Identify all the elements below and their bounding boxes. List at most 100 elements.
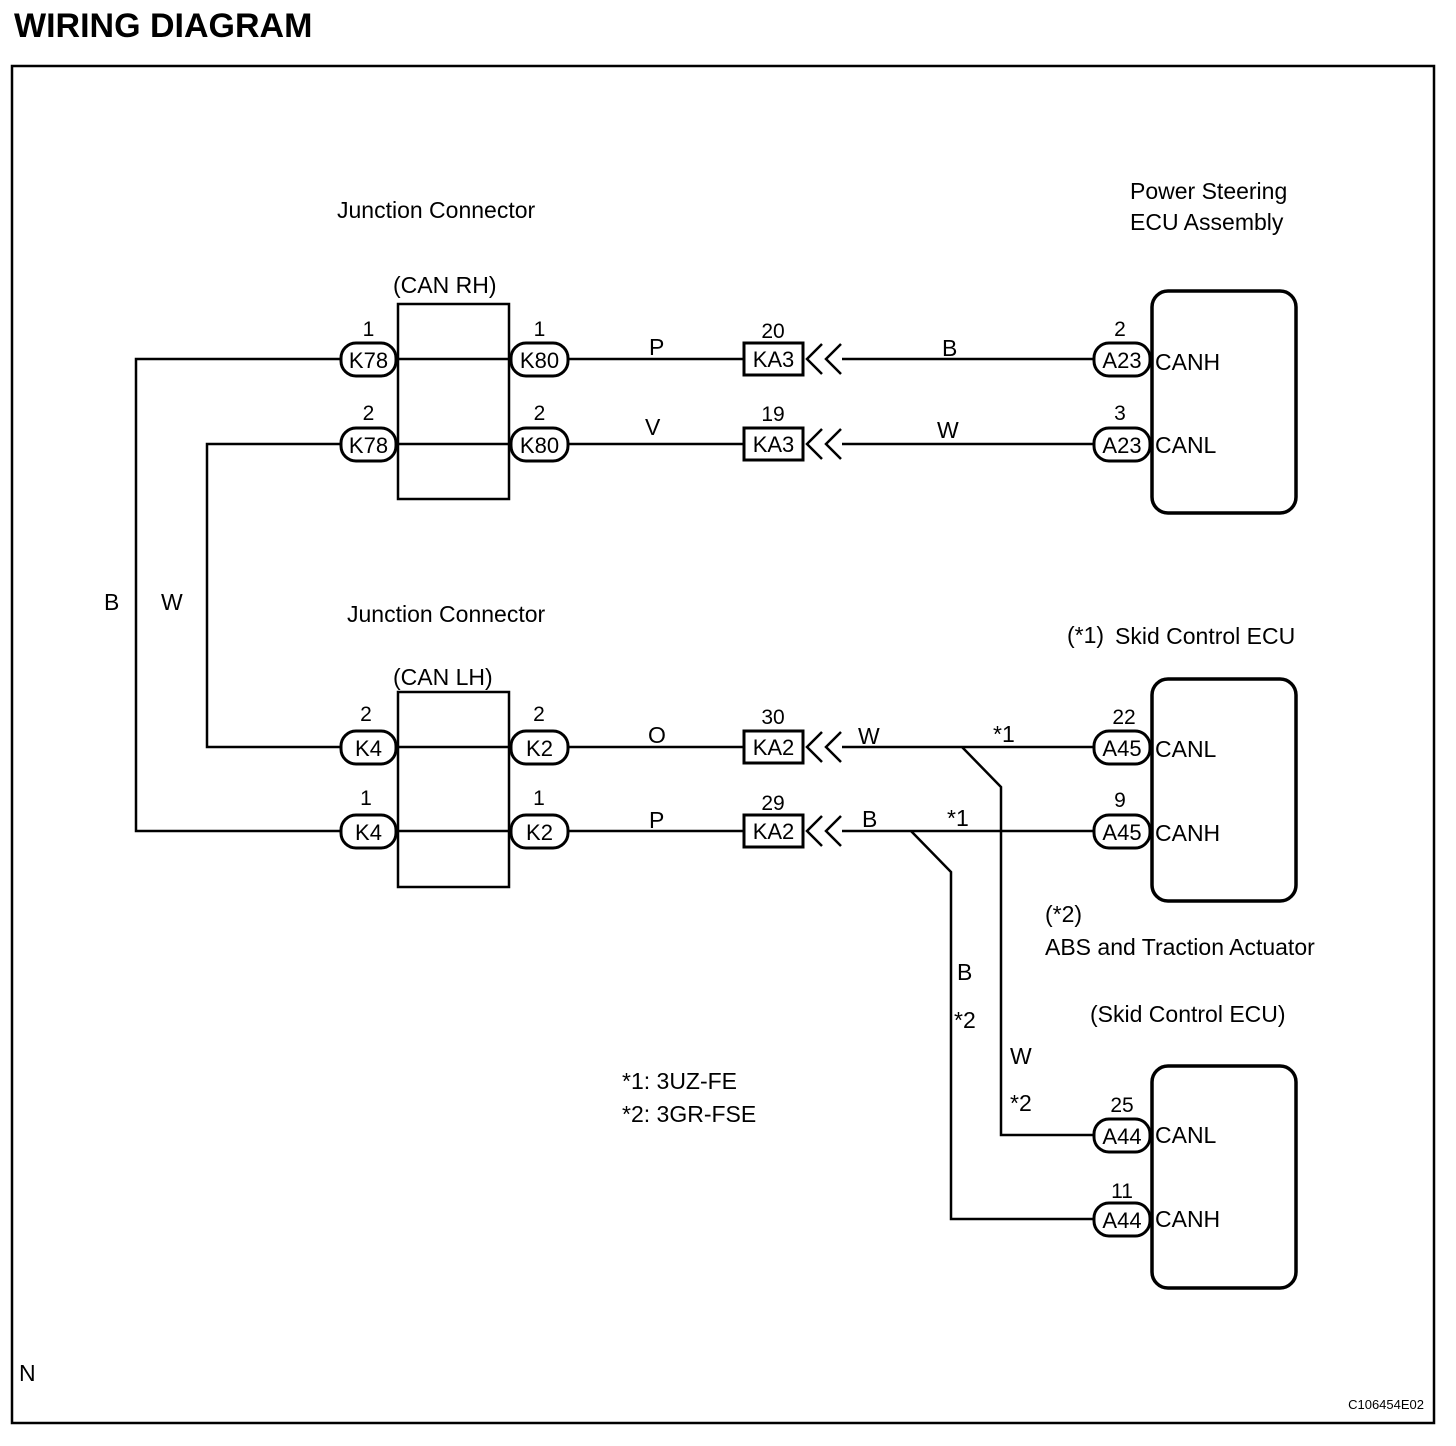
junction-rh-sub: (CAN RH) <box>393 272 497 298</box>
connector-a45-pin-22-number: 22 <box>1112 706 1135 729</box>
wires <box>134 357 1094 1221</box>
connector-a23-pin-3-number: 3 <box>1114 402 1126 425</box>
connector-k2-pin-1-number: 1 <box>533 787 545 810</box>
wire-note-branch-w: *2 <box>1010 1090 1032 1116</box>
connector-k80-pin-2-number: 2 <box>534 402 546 425</box>
connector-a23-pin-2-id: A23 <box>1102 348 1141 373</box>
ecu-box-abs-actuator <box>1150 1064 1298 1290</box>
connector-a23-pin-3 <box>1092 426 1152 463</box>
wire-note-lh-top: *1 <box>993 721 1015 747</box>
connector-k4-pin-2-number: 2 <box>360 703 372 726</box>
connector-k80-pin-1 <box>509 341 570 378</box>
connector-k4-pin-2 <box>339 729 398 766</box>
wire-color-left-b: B <box>104 589 119 615</box>
connector-ka3-pin-20 <box>742 341 805 377</box>
chevron-ka3-pin-19 <box>805 428 842 460</box>
connector-a44-pin-25-number: 25 <box>1110 1094 1133 1117</box>
wire-branch-b <box>910 830 1094 1221</box>
connector-ka3-pin-20-number: 20 <box>761 320 784 343</box>
chevron-ka2-pin-30 <box>805 731 842 763</box>
connector-k4-pin-1-id: K4 <box>355 820 382 845</box>
connector-ka2-pin-29-number: 29 <box>761 792 784 815</box>
wire-color-rh-bot-right: W <box>937 417 959 443</box>
wire-note-branch-b: *2 <box>954 1007 976 1033</box>
connector-a45-pin-9-id: A45 <box>1102 820 1141 845</box>
junction-lh-sub: (CAN LH) <box>393 664 493 690</box>
connector-a45-pin-22 <box>1092 729 1152 766</box>
connector-a23-pin-3-id: A23 <box>1102 433 1141 458</box>
ps-ecu-line1: Power Steering <box>1130 178 1287 204</box>
connector-k4-pin-1 <box>339 813 398 850</box>
abs-actuator-prefix: (*2) <box>1045 901 1082 927</box>
connector-k2-pin-2-id: K2 <box>526 736 553 761</box>
note-2: *2: 3GR-FSE <box>622 1101 756 1127</box>
connector-ka3-pin-19-number: 19 <box>761 403 784 426</box>
wire-branch-w <box>961 746 1094 1137</box>
connector-k78-pin-2-id: K78 <box>349 433 388 458</box>
connector-ka3-pin-19-id: KA3 <box>753 432 795 457</box>
connector-ka2-pin-29 <box>742 813 805 849</box>
skid-ecu-1-prefix: (*1) <box>1067 622 1104 648</box>
wire-color-lh-top-mid: O <box>648 722 666 748</box>
diagram-frame <box>10 64 1436 1425</box>
ps-ecu-pin-canh: CANH <box>1155 349 1220 375</box>
figure-id: C106454E02 <box>1348 1397 1424 1412</box>
connector-k80-pin-1-number: 1 <box>534 318 546 341</box>
junction-box-lh <box>396 690 511 889</box>
connector-ka2-pin-30-number: 30 <box>761 706 784 729</box>
corner-mark: N <box>19 1360 36 1386</box>
connector-ka2-pin-30 <box>742 729 805 765</box>
abs-actuator-pin-canh: CANH <box>1155 1206 1220 1232</box>
connector-a45-pin-9-number: 9 <box>1114 789 1126 812</box>
chevron-ka3-pin-20 <box>805 343 842 375</box>
ps-ecu-line2: ECU Assembly <box>1130 209 1284 235</box>
wire-color-rh-top-right: B <box>942 335 957 361</box>
abs-actuator-pin-canl: CANL <box>1155 1122 1217 1148</box>
connector-k2-pin-2 <box>509 729 570 766</box>
connector-a23-pin-2-number: 2 <box>1114 318 1126 341</box>
connector-k2-pin-1-id: K2 <box>526 820 553 845</box>
abs-actuator-sub: (Skid Control ECU) <box>1090 1001 1286 1027</box>
wire-color-rh-bot-mid: V <box>645 414 661 440</box>
skid-ecu-1-pin-canl: CANL <box>1155 736 1217 762</box>
connector-k80-pin-2 <box>509 426 570 463</box>
connector-a44-pin-11-number: 11 <box>1111 1180 1133 1203</box>
skid-ecu-1-pin-canh: CANH <box>1155 820 1220 846</box>
connector-ka2-pin-30-id: KA2 <box>753 735 795 760</box>
chevron-ka2-pin-29 <box>805 815 842 847</box>
skid-ecu-1-name: Skid Control ECU <box>1115 623 1295 649</box>
connector-k2-pin-2-number: 2 <box>533 703 545 726</box>
ecu-box-skid-control <box>1150 677 1298 903</box>
wire-color-rh-top-mid: P <box>649 334 664 360</box>
connector-ka3-pin-19 <box>742 426 805 462</box>
connector-a44-pin-25 <box>1092 1117 1152 1154</box>
wire-color-branch-b: B <box>957 959 972 985</box>
connector-ka3-pin-20-id: KA3 <box>753 347 795 372</box>
diagram-title: WIRING DIAGRAM <box>14 7 312 45</box>
ps-ecu-pin-canl: CANL <box>1155 432 1217 458</box>
connector-k80-pin-1-id: K80 <box>520 348 559 373</box>
connector-k78-pin-1-id: K78 <box>349 348 388 373</box>
connector-a44-pin-25-id: A44 <box>1102 1124 1141 1149</box>
abs-actuator-name: ABS and Traction Actuator <box>1045 934 1315 960</box>
note-1: *1: 3UZ-FE <box>622 1068 737 1094</box>
connector-k2-pin-1 <box>509 813 570 850</box>
connector-k80-pin-2-id: K80 <box>520 433 559 458</box>
connector-k78-pin-2 <box>339 426 398 463</box>
wire-color-left-w: W <box>161 589 183 615</box>
connector-a23-pin-2 <box>1092 341 1152 378</box>
wire-left-w <box>205 442 344 749</box>
connector-k78-pin-1-number: 1 <box>363 318 375 341</box>
connector-a44-pin-11-id: A44 <box>1102 1208 1141 1233</box>
connector-k78-pin-2-number: 2 <box>363 402 375 425</box>
wire-color-branch-w: W <box>1010 1043 1032 1069</box>
connector-a44-pin-11 <box>1092 1201 1152 1238</box>
connector-a45-pin-22-id: A45 <box>1102 736 1141 761</box>
wire-color-lh-bot-right: B <box>862 806 877 832</box>
wire-left-b <box>134 357 344 833</box>
wire-color-lh-bot-mid: P <box>649 807 664 833</box>
ecu-box-power-steering <box>1150 289 1298 515</box>
connector-ka2-pin-29-id: KA2 <box>753 819 795 844</box>
wire-note-lh-bot: *1 <box>947 805 969 831</box>
